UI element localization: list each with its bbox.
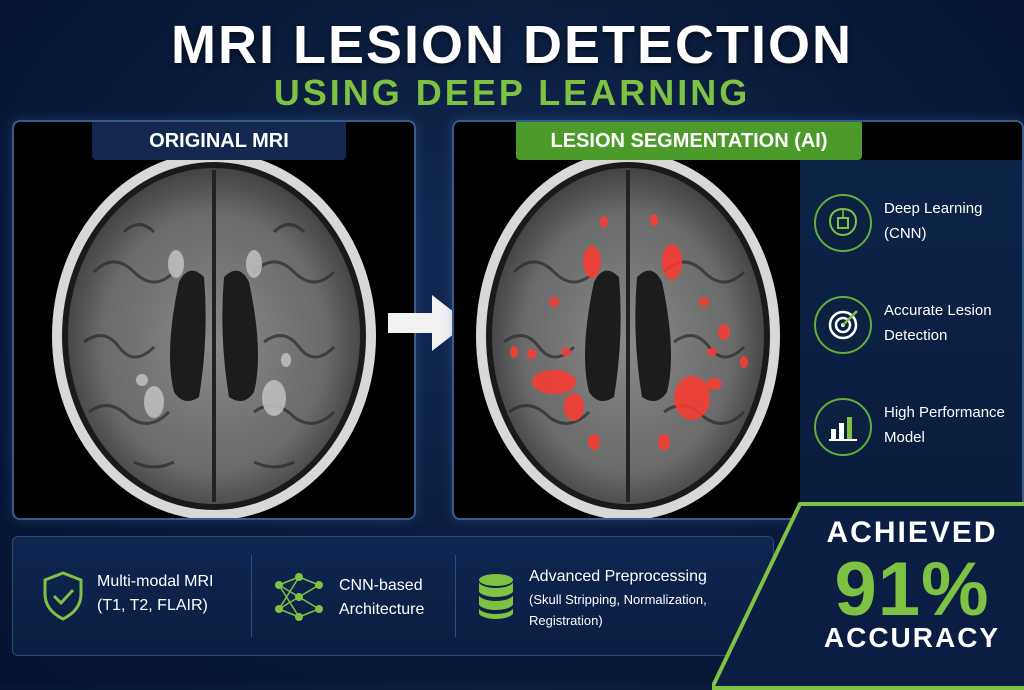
feature-1-line1: Deep Learning [884,200,983,217]
accuracy-box [712,502,1024,690]
divider [251,555,252,637]
info-multimodal: Multi-modal MRI (T1, T2, FLAIR) [41,537,261,655]
network-icon [275,573,323,621]
features-panel: Deep Learning (CNN) Accurate Lesion Dete… [800,160,1022,516]
feature-2-line1: Accurate Lesion [884,302,992,319]
segmented-brain-image [476,152,780,518]
feature-2-line2: Detection [884,327,948,344]
info-cnn: CNN-based Architecture [273,537,453,655]
info-bar: Multi-modal MRI (T1, T2, FLAIR) CNN-base… [12,536,774,656]
info-1-line1: Multi-modal MRI [97,573,214,590]
info-3-line2: (Skull Stripping, Normalization, [529,592,707,607]
info-2-line1: CNN-based [339,577,423,594]
bar-chart-icon [814,398,872,456]
original-brain-image [52,152,376,518]
accuracy-value: 91% [834,547,990,632]
segmentation-label: LESION SEGMENTATION (AI) [516,122,862,160]
shield-check-icon [43,571,83,621]
original-mri-label: ORIGINAL MRI [92,122,346,160]
feature-3-line2: Model [884,429,925,446]
info-2-line2: Architecture [339,601,425,618]
original-mri-panel: ORIGINAL MRI [12,120,416,520]
feature-high-performance: High Performance Model [800,396,1022,460]
feature-3-line1: High Performance [884,404,1005,421]
divider [455,555,456,637]
feature-1-line2: (CNN) [884,225,927,242]
page-title: MRI LESION DETECTION [170,15,853,75]
accuracy-label-top: ACHIEVED [826,516,998,549]
info-preprocessing: Advanced Preprocessing (Skull Stripping,… [477,537,757,655]
feature-accurate-detection: Accurate Lesion Detection [800,294,1022,358]
info-3-line3: Registration) [529,613,603,628]
accuracy-label-bottom: ACCURACY [823,622,1001,653]
page-subtitle: USING DEEP LEARNING [273,72,751,113]
brain-chip-icon [814,194,872,252]
feature-deep-learning: Deep Learning (CNN) [800,192,1022,256]
database-icon [479,574,513,619]
info-1-line2: (T1, T2, FLAIR) [97,597,208,614]
target-icon [814,296,872,354]
info-3-line1: Advanced Preprocessing [529,568,707,585]
right-arrow-icon [388,295,468,351]
